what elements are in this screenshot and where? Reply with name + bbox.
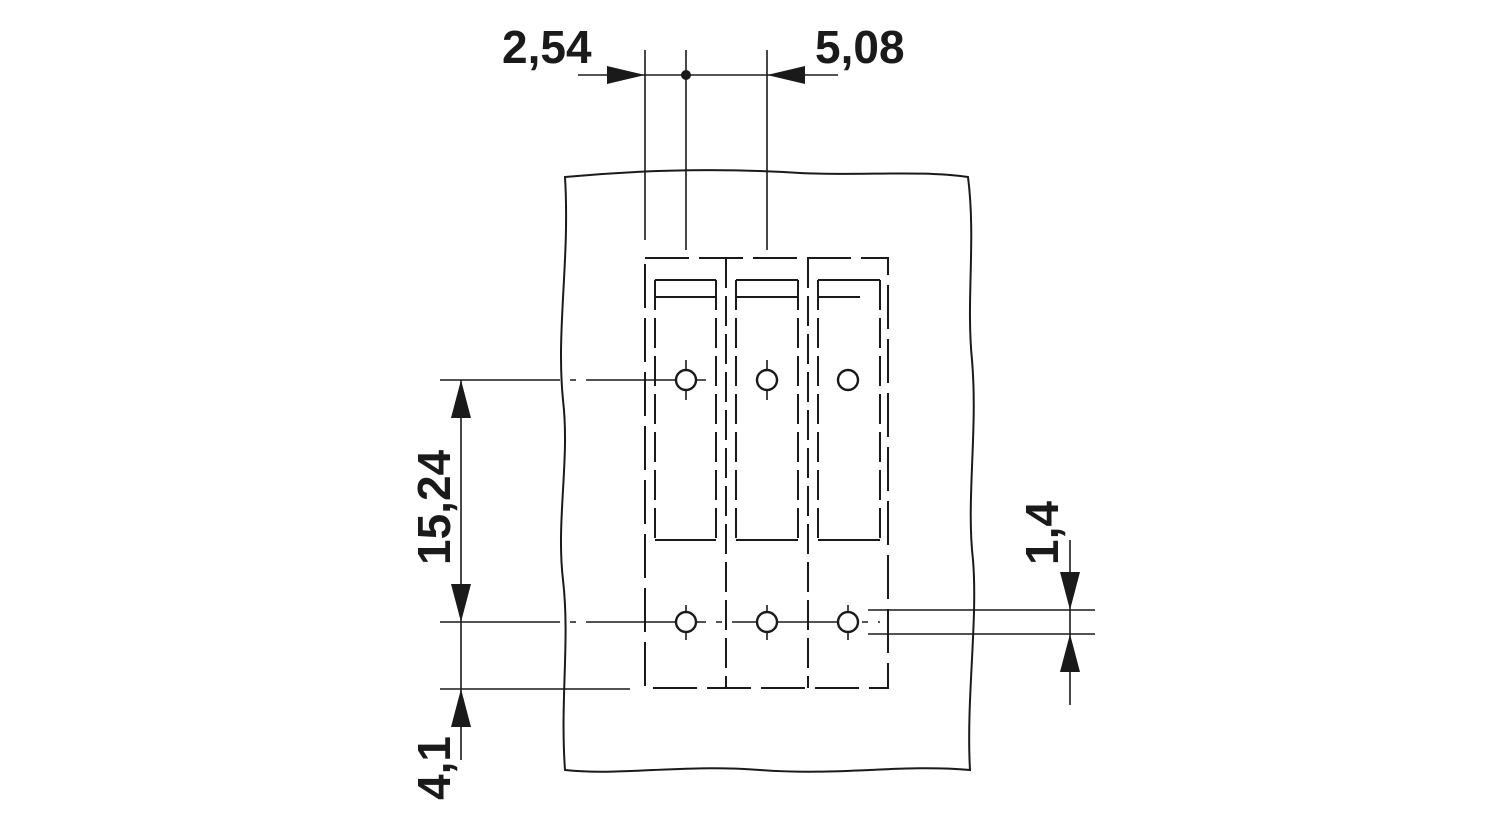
contact-chambers	[654, 279, 881, 541]
board-outline	[559, 169, 976, 773]
hole	[674, 368, 698, 392]
hole-row-upper	[674, 368, 860, 392]
dim-label-15-24: 15,24	[408, 449, 460, 565]
connector-housing	[644, 257, 889, 689]
chamber-3	[817, 279, 881, 541]
center-lines	[440, 360, 880, 640]
chamber-1	[654, 279, 717, 541]
hole	[755, 610, 779, 634]
right-dimension	[868, 540, 1095, 705]
top-dimension	[578, 50, 838, 250]
hole-row-lower	[674, 610, 860, 634]
left-dimension	[440, 380, 630, 760]
dim-label-5-08: 5,08	[815, 21, 905, 73]
dim-label-4-1: 4,1	[408, 736, 460, 800]
hole	[836, 368, 860, 392]
dim-label-1-4: 1,4	[1016, 501, 1068, 565]
dim-label-2-54: 2,54	[502, 21, 592, 73]
hole	[755, 368, 779, 392]
hole	[674, 610, 698, 634]
hole	[836, 610, 860, 634]
chamber-2	[735, 279, 799, 541]
